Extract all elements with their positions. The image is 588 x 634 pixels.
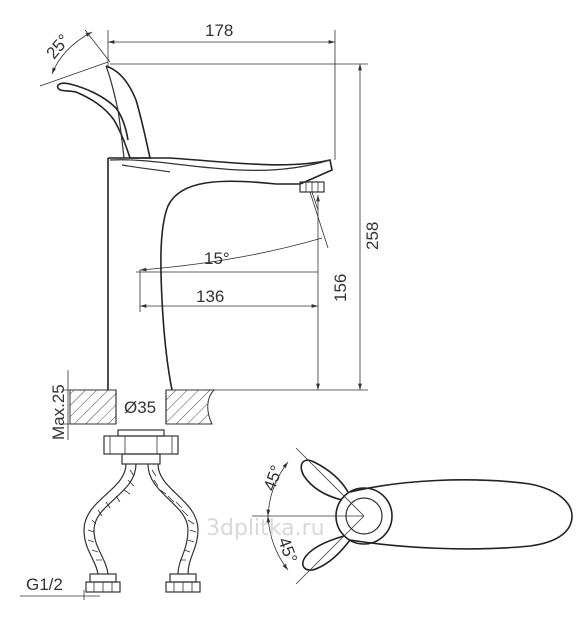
dimension-height-156: 156 <box>316 195 350 390</box>
angle-25-lever: 25° <box>39 29 111 87</box>
watermark: 3dplitka.ru <box>206 516 325 541</box>
thread-label-group: G1/2 <box>20 575 100 600</box>
base-diameter-label: Ø35 <box>124 398 156 417</box>
reach-label: 136 <box>196 287 224 306</box>
countertop-section: Ø35 <box>69 389 216 425</box>
max-thickness-label: Max.25 <box>49 384 68 440</box>
dimension-width-178: 178 <box>107 21 336 160</box>
thread-label: G1/2 <box>26 575 63 594</box>
mounting-nut <box>103 429 179 465</box>
lever-angle-label: 25° <box>43 31 74 63</box>
width-label: 178 <box>205 21 233 40</box>
dimension-max-25: Max.25 <box>49 370 110 440</box>
rotation-angle-top-label: 45° <box>260 463 287 494</box>
dimension-height-258: 258 <box>110 63 382 391</box>
dimension-reach-136: 136 <box>139 270 318 312</box>
flexible-hoses <box>83 463 201 593</box>
height-label: 258 <box>363 222 382 250</box>
spout-angle-label: 15° <box>204 249 230 268</box>
angle-15-spout: 15° <box>136 191 329 273</box>
faucet-side-view <box>56 65 333 391</box>
spout-height-label: 156 <box>331 274 350 302</box>
